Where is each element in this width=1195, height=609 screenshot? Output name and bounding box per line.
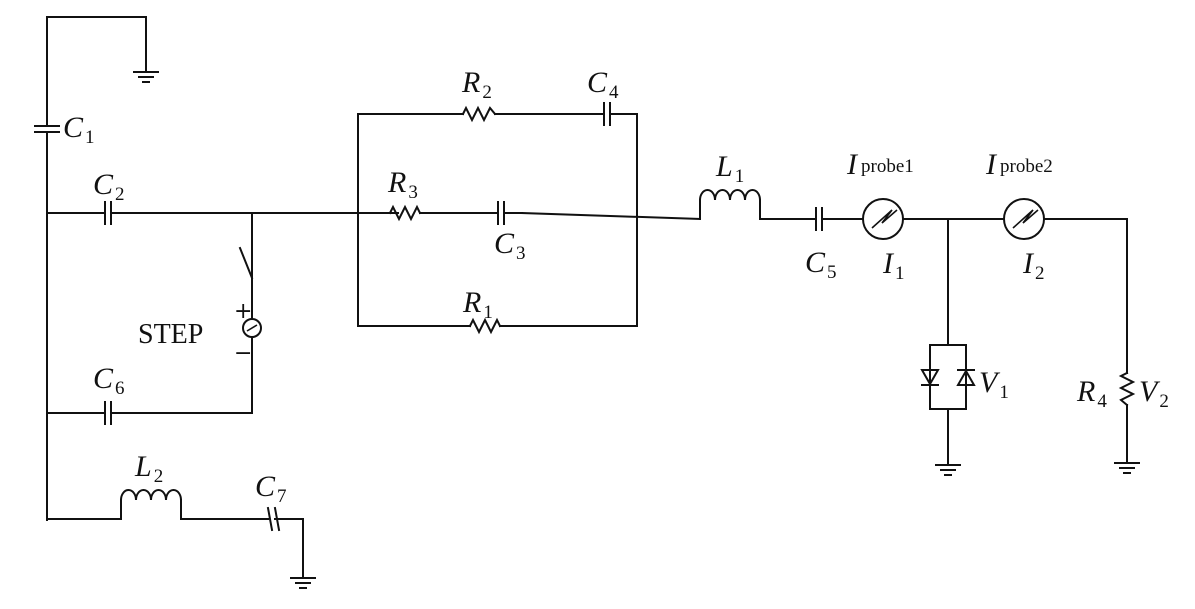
ground-symbol-top — [133, 71, 159, 83]
step-source — [242, 311, 262, 414]
current-probe-2 — [1003, 198, 1045, 240]
parallel-network-rails — [357, 113, 638, 327]
inductor-l2 — [119, 489, 183, 502]
resistor-r4 — [1118, 218, 1136, 464]
capacitor-c1 — [34, 125, 60, 133]
r1-branch — [357, 317, 638, 335]
step-plus-sign: + — [234, 299, 252, 324]
r3-c3-branch — [388, 201, 702, 225]
ground-symbol-r4 — [1114, 462, 1140, 474]
ground-symbol-c7 — [290, 577, 316, 589]
capacitor-c2 — [104, 201, 112, 225]
current-probe-1 — [862, 198, 904, 240]
diode-pair-v1 — [920, 218, 976, 466]
l2-branch-wire — [46, 499, 304, 579]
left-bus-wiring — [46, 16, 147, 521]
capacitor-c5 — [815, 207, 823, 231]
ground-symbol-v1 — [935, 464, 961, 476]
main-wire — [46, 212, 399, 243]
step-minus-sign: − — [234, 341, 252, 366]
capacitor-c6 — [104, 401, 112, 425]
switch — [238, 241, 254, 313]
inductor-l1 — [698, 189, 762, 220]
capacitor-c7 — [266, 506, 281, 532]
label-step: STEP — [138, 319, 203, 350]
r2-c4-branch — [357, 102, 638, 126]
